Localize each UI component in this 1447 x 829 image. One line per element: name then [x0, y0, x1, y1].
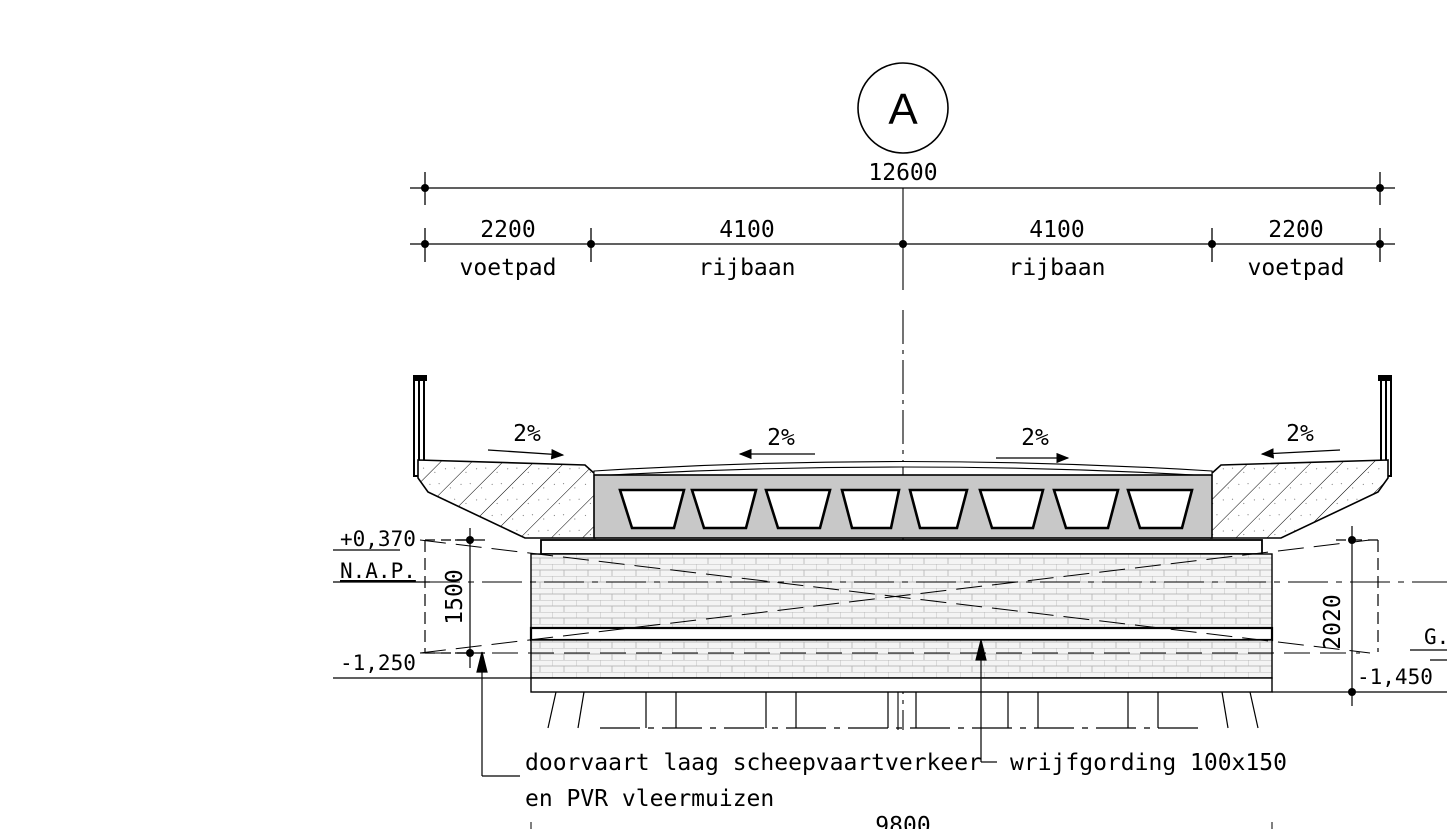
- passage-leader: [476, 651, 520, 777]
- left-lane-width: 4100: [719, 217, 774, 243]
- left-height-dimension: 1500: [442, 569, 468, 624]
- right-lane-width: 4100: [1029, 217, 1084, 243]
- right-bottom-node: [1348, 688, 1356, 696]
- left-lane-label: rijbaan: [699, 255, 796, 281]
- elevation-nap: N.A.P.: [340, 559, 416, 583]
- base-plinth: [530, 677, 1273, 693]
- bottom-width-dimension: 9800: [875, 813, 930, 829]
- masonry-upper: [530, 553, 1273, 629]
- right-sidewalk-width: 2200: [1268, 217, 1323, 243]
- top-dimension-nodes: [421, 184, 1384, 248]
- elevation-right-cut: G.: [1424, 625, 1447, 649]
- slope-right-sidewalk: 2%: [1286, 421, 1314, 447]
- right-level-lines: [1272, 526, 1447, 706]
- slope-left-lane: 2%: [767, 425, 795, 451]
- right-sidewalk-label: voetpad: [1248, 255, 1345, 281]
- section-marker-circle: [857, 62, 949, 154]
- left-sidewalk-concrete: [417, 459, 596, 539]
- right-lane-label: rijbaan: [1009, 255, 1106, 281]
- fender-beam: [529, 626, 1274, 642]
- passage-note-line2: en PVR vleermuizen: [525, 786, 774, 812]
- section-marker: A: [857, 62, 949, 154]
- right-height-dimension: 2020: [1320, 594, 1346, 649]
- left-level-lines: [333, 528, 531, 679]
- slope-left-sidewalk: 2%: [513, 421, 541, 447]
- deck-ribs: [618, 488, 1194, 530]
- left-sidewalk-label: voetpad: [460, 255, 557, 281]
- fender-note: wrijfgording 100x150: [1010, 750, 1287, 776]
- total-width-label: 12600: [868, 160, 937, 186]
- clearance-lines: [419, 539, 1447, 654]
- left-top-node: [466, 536, 474, 544]
- elevation-bottom-left: -1,250: [340, 651, 416, 675]
- deck-slab: [593, 474, 1213, 539]
- left-bottom-node: [466, 649, 474, 657]
- slope-arrows: [487, 448, 1341, 464]
- left-sidewalk-width: 2200: [480, 217, 535, 243]
- masonry-lower: [530, 639, 1273, 679]
- right-top-node: [1348, 536, 1356, 544]
- slope-right-lane: 2%: [1021, 425, 1049, 451]
- passage-note-line1: doorvaart laag scheepvaartverkeer: [525, 750, 982, 776]
- bearing-beam: [540, 539, 1263, 555]
- elevation-top-left: +0,370: [340, 527, 416, 551]
- section-marker-label: A: [888, 85, 918, 134]
- piles: [547, 691, 1259, 729]
- fender-leader: [975, 639, 997, 763]
- right-sidewalk-concrete: [1210, 459, 1389, 539]
- elevation-bottom-right: -1,450: [1357, 665, 1433, 689]
